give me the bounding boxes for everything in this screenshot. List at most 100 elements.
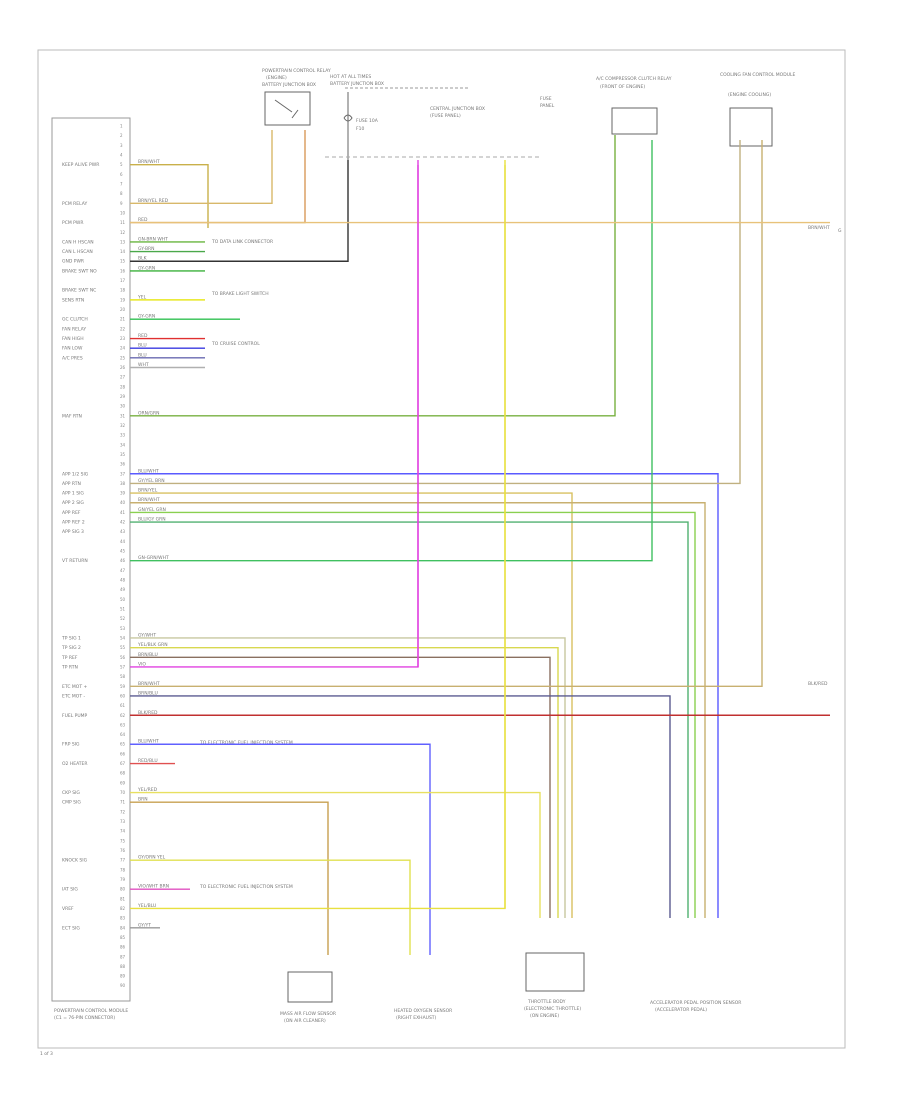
wire-label: BRN/BLU bbox=[138, 652, 158, 658]
fuse-block: FUSE 10A F10 bbox=[343, 92, 379, 160]
pin-number: 17 bbox=[120, 278, 126, 283]
wire-label: GY/WHT bbox=[138, 632, 156, 638]
pin-number: 46 bbox=[120, 558, 126, 563]
signal-label: ECT SIG bbox=[62, 925, 80, 931]
pcm-title: POWERTRAIN CONTROL MODULE bbox=[54, 1008, 128, 1014]
signal-label: TP SIG 1 bbox=[61, 635, 81, 641]
ac-sub: (FRONT OF ENGINE) bbox=[600, 84, 645, 90]
tb-extra: (ON ENGINE) bbox=[530, 1013, 559, 1019]
note-data-link: TO DATA LINK CONNECTOR bbox=[211, 239, 273, 245]
signal-label: PCM RELAY bbox=[62, 201, 87, 207]
junction-title: CENTRAL JUNCTION BOX bbox=[430, 106, 485, 112]
pin-number: 9 bbox=[120, 201, 123, 206]
signal-label: KEEP ALIVE PWR bbox=[62, 162, 99, 168]
wire-label: GN/YEL GRN bbox=[138, 507, 166, 513]
pin-number: 72 bbox=[120, 809, 126, 814]
signal-label: FAN RELAY bbox=[62, 326, 86, 332]
o2-title: HEATED OXYGEN SENSOR bbox=[394, 1008, 452, 1014]
pcm-subtitle: (C1 = 76-PIN CONNECTOR) bbox=[54, 1015, 115, 1021]
wire bbox=[130, 140, 741, 485]
wire bbox=[130, 656, 551, 918]
wire-label: GY-GRN bbox=[138, 314, 155, 320]
wire-label: GY/ORN YEL bbox=[138, 855, 166, 861]
footer-mark: 1 of 3 bbox=[40, 1051, 53, 1057]
ac-title: A/C COMPRESSOR CLUTCH RELAY bbox=[596, 76, 672, 82]
signal-label: GC CLUTCH bbox=[62, 317, 88, 323]
pin-number: 14 bbox=[120, 249, 126, 254]
signal-label: O2 HEATER bbox=[62, 761, 88, 767]
wire-label: YEL/RED bbox=[137, 787, 158, 793]
pin-number: 16 bbox=[120, 268, 126, 273]
junction-ref2: PANEL bbox=[540, 103, 555, 109]
wire-label: WHT bbox=[138, 362, 149, 368]
signal-label: CAN L HSCAN bbox=[62, 249, 93, 255]
pin-number: 76 bbox=[120, 848, 126, 853]
signal-label: IAT SIG bbox=[62, 887, 78, 893]
wire-label: VIO/WHT BRN bbox=[138, 884, 169, 890]
signal-label: TP SIG 2 bbox=[61, 645, 81, 651]
signal-label: BRAKE SWT NC bbox=[62, 288, 96, 294]
pin-number: 30 bbox=[120, 404, 126, 409]
pin-number: 5 bbox=[120, 162, 123, 167]
pin-number: 51 bbox=[120, 607, 126, 612]
wire bbox=[130, 859, 411, 955]
wire-label: BLU bbox=[138, 343, 147, 349]
wire bbox=[130, 130, 273, 204]
wire-label: YEL/BLU bbox=[137, 903, 156, 909]
tb-title: THROTTLE BODY bbox=[527, 999, 566, 1005]
pin-number: 27 bbox=[120, 375, 126, 380]
pin-number: 29 bbox=[120, 394, 126, 399]
diagram-frame bbox=[37, 49, 846, 1049]
signal-label: FAN LOW bbox=[62, 346, 83, 352]
pin-number: 74 bbox=[120, 829, 126, 834]
signal-label: GND PWR bbox=[62, 259, 84, 265]
signal-label: A/C PRES bbox=[62, 355, 83, 361]
signal-label: FRP SIG bbox=[62, 742, 80, 748]
fuse-title: FUSE 10A bbox=[356, 118, 379, 124]
wire-label: BRN/YEL bbox=[138, 488, 158, 494]
signal-label: APP 1 SIG bbox=[62, 491, 84, 497]
pin-number: 79 bbox=[120, 877, 126, 882]
pin-number: 78 bbox=[120, 867, 126, 872]
junction-sub: (FUSE PANEL) bbox=[430, 113, 461, 119]
pin-number: 1 bbox=[120, 124, 123, 129]
o2-sub: (RIGHT EXHAUST) bbox=[396, 1015, 437, 1021]
ac-compressor-box: A/C COMPRESSOR CLUTCH RELAY (FRONT OF EN… bbox=[596, 76, 672, 135]
pin-number: 7 bbox=[120, 181, 123, 186]
wire-label: BRN bbox=[138, 797, 148, 803]
hot-sub: BATTERY JUNCTION BOX bbox=[330, 81, 384, 87]
pcm-relay-title: POWERTRAIN CONTROL RELAY bbox=[262, 68, 331, 74]
wire-label: BRN/WHT bbox=[138, 159, 160, 165]
pin-number: 86 bbox=[120, 945, 126, 950]
pin-number: 61 bbox=[120, 703, 126, 708]
pcm-module: POWERTRAIN CONTROL MODULE (C1 = 76-PIN C… bbox=[51, 117, 131, 1021]
pin-number: 31 bbox=[120, 413, 126, 418]
pin-number: 25 bbox=[120, 355, 126, 360]
signal-label: FUEL PUMP bbox=[62, 713, 88, 719]
pin-number: 84 bbox=[120, 925, 126, 930]
wire-label: BLU/WHT bbox=[138, 468, 159, 474]
note-efi-2: TO ELECTRONIC FUEL INJECTION SYSTEM bbox=[199, 884, 293, 890]
pin-number: 41 bbox=[120, 510, 126, 515]
pin-column: 1234567891011121314151617181920212223242… bbox=[120, 124, 126, 989]
accelerator-pedal-label: ACCELERATOR PEDAL POSITION SENSOR (ACCEL… bbox=[650, 1000, 741, 1013]
pin-number: 59 bbox=[120, 684, 126, 689]
signal-label: BRAKE SWT NO bbox=[62, 268, 97, 274]
wire bbox=[130, 502, 706, 918]
right-label-1: BRN/WHT bbox=[808, 225, 830, 231]
signal-label: TP RTN bbox=[61, 664, 78, 670]
pin-number: 42 bbox=[120, 520, 126, 525]
app-sub: (ACCELERATOR PEDAL) bbox=[655, 1007, 707, 1013]
wire-label: BRN/YEL RED bbox=[138, 198, 169, 204]
pin-number: 56 bbox=[120, 655, 126, 660]
pin-number: 22 bbox=[120, 326, 126, 331]
wire-label: GN-GRN/WHT bbox=[138, 555, 169, 561]
pin-number: 64 bbox=[120, 732, 126, 737]
pin-number: 12 bbox=[120, 230, 126, 235]
signal-label: APP REF bbox=[62, 510, 81, 516]
wire-label: BRN/WHT bbox=[138, 497, 160, 503]
pin-number: 47 bbox=[120, 568, 126, 573]
pin-number: 3 bbox=[120, 143, 123, 148]
pin-number: 20 bbox=[120, 307, 126, 312]
pin-number: 18 bbox=[120, 288, 126, 293]
